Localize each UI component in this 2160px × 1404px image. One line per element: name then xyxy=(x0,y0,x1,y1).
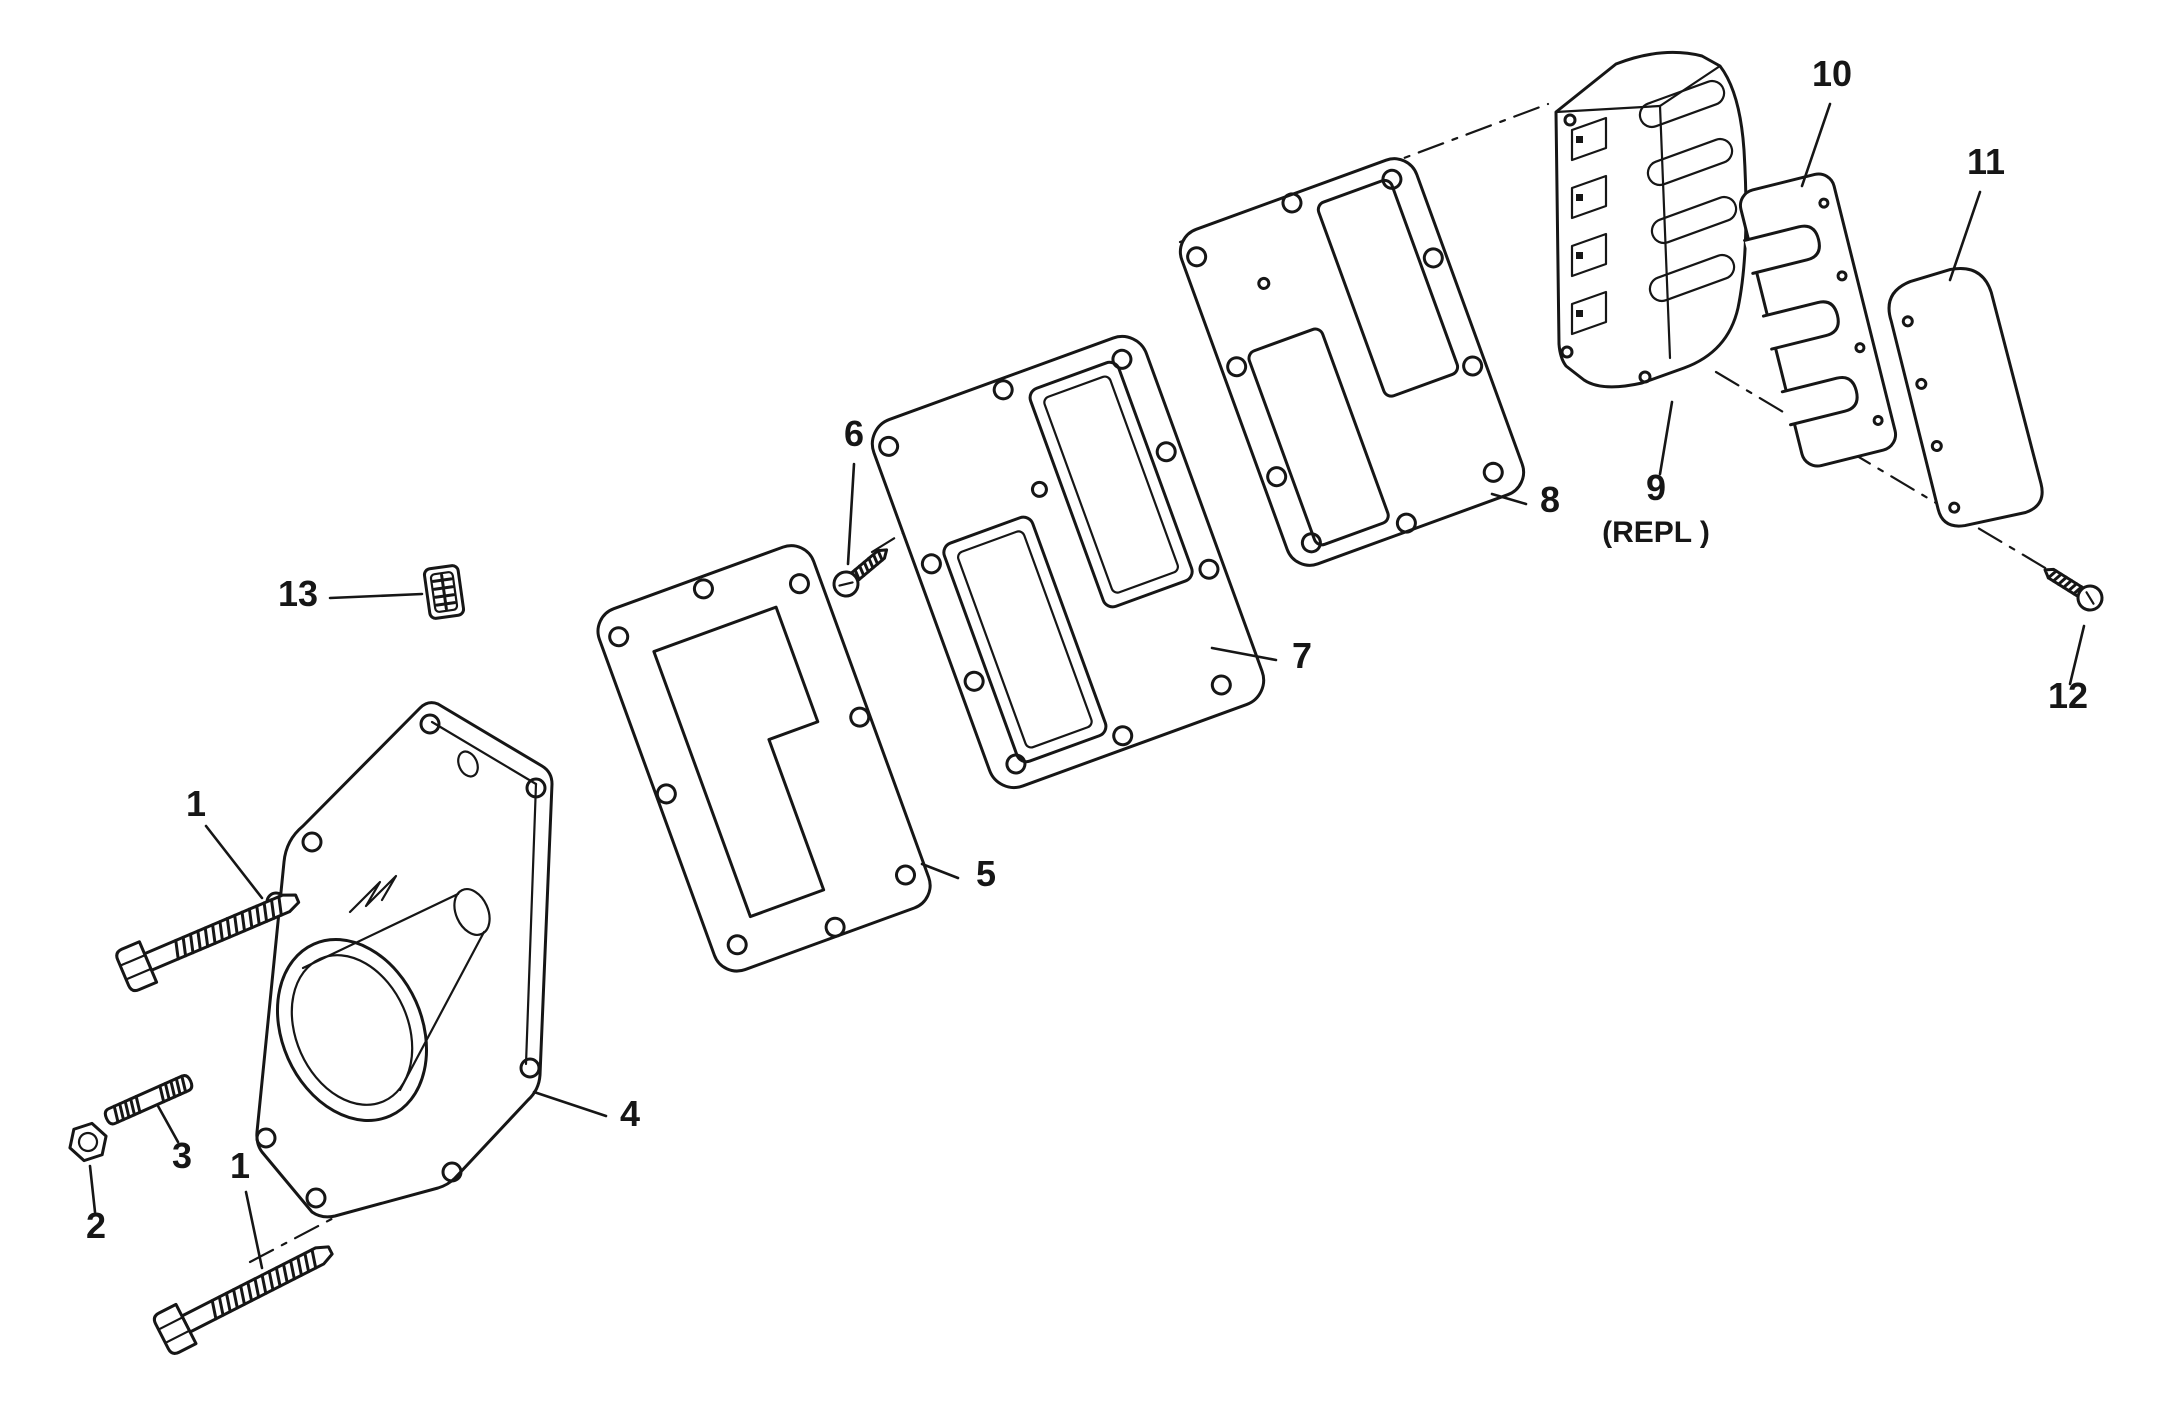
gasket-5-window xyxy=(652,605,826,919)
reed-block-top-edge xyxy=(1658,64,1722,108)
reed-shim-holes xyxy=(1818,197,1884,426)
retainer-13 xyxy=(422,564,466,620)
leader-7 xyxy=(1210,646,1278,662)
screw-12 xyxy=(2037,558,2109,617)
leader-1-lower xyxy=(244,1190,264,1270)
callout-12: 12 xyxy=(2048,675,2088,716)
reed-plate-window xyxy=(942,515,1108,764)
reed-block-9 xyxy=(1554,50,1748,389)
callout-9: 9 xyxy=(1646,467,1666,508)
callout-4: 4 xyxy=(620,1093,640,1134)
leader-12 xyxy=(2068,624,2086,686)
stud-thread-lines xyxy=(112,1074,188,1124)
reed-block-windows xyxy=(1570,116,1608,336)
reed-plate-7 xyxy=(870,334,1266,790)
callout-5: 5 xyxy=(976,853,996,894)
reed-petal-panel xyxy=(1043,375,1179,594)
leader-11 xyxy=(1948,190,1982,282)
reed-plate-holes xyxy=(878,348,1232,775)
adapter-plate-4 xyxy=(255,701,554,1219)
leader-5 xyxy=(920,862,960,880)
gasket-8-outline xyxy=(1178,157,1526,567)
gasket-8-window xyxy=(1247,327,1390,547)
gasket-8 xyxy=(1178,157,1526,567)
gasket-8-holes xyxy=(1186,168,1504,554)
callout-10: 10 xyxy=(1812,53,1852,94)
callout-1-lower: 1 xyxy=(230,1145,250,1186)
retainer-grid xyxy=(431,573,457,611)
callout-3: 3 xyxy=(172,1135,192,1176)
reed-stop-holes xyxy=(1901,315,1961,514)
retainer-inner xyxy=(429,571,459,613)
callout-11: 11 xyxy=(1967,141,2005,182)
reed-stop-11 xyxy=(1887,267,2044,528)
centerline-segment xyxy=(870,466,1010,554)
stud-3 xyxy=(103,1074,194,1126)
bolt-1-lower xyxy=(150,1229,342,1358)
reed-plate-outline xyxy=(870,334,1266,790)
gasket-5 xyxy=(596,544,932,973)
leader-10 xyxy=(1800,102,1832,188)
reed-block-outline xyxy=(1554,50,1748,389)
reed-plate-window xyxy=(1028,360,1194,609)
callout-13: 13 xyxy=(278,573,318,614)
intake-funnel xyxy=(301,874,491,1092)
leader-9 xyxy=(1658,400,1674,476)
nut-bore xyxy=(77,1131,99,1153)
callout-8: 8 xyxy=(1540,479,1560,520)
leader-13 xyxy=(328,592,424,600)
adapter-plate-slot xyxy=(457,750,479,778)
callout-labels: 1 2 3 1 4 5 6 7 8 9 (REPL ) 10 11 12 13 xyxy=(86,53,2088,1246)
callout-6: 6 xyxy=(844,413,864,454)
leader-6 xyxy=(846,462,856,566)
leader-lines xyxy=(88,102,2086,1270)
leader-1-upper xyxy=(204,824,264,900)
reed-shim-10 xyxy=(1738,172,1898,468)
gasket-5-holes xyxy=(608,573,916,956)
leader-4 xyxy=(532,1090,608,1118)
leader-8 xyxy=(1490,492,1528,506)
reed-shim-slots xyxy=(1743,224,1859,427)
leader-3 xyxy=(156,1104,180,1144)
reed-block-front-edge xyxy=(1658,104,1672,360)
intake-bore-outer xyxy=(275,938,429,1122)
gasket-8-window xyxy=(1316,178,1460,398)
reed-block-holes xyxy=(1560,113,1652,384)
callout-1-upper: 1 xyxy=(186,783,206,824)
reed-block-ports xyxy=(1638,79,1738,303)
centerline-segment xyxy=(1714,370,2054,574)
nut-hex xyxy=(68,1121,108,1163)
reed-petal-panel xyxy=(957,530,1093,749)
callout-9-repl: (REPL ) xyxy=(1602,516,1710,549)
callout-7: 7 xyxy=(1292,635,1312,676)
adapter-plate-outline xyxy=(255,701,554,1219)
adapter-plate-inner-edge xyxy=(430,720,538,786)
leader-2 xyxy=(88,1164,97,1214)
callout-2: 2 xyxy=(86,1205,106,1246)
adapter-plate-inner-edge xyxy=(524,782,538,1066)
nut-2 xyxy=(68,1121,108,1163)
screw-6 xyxy=(827,539,896,603)
reed-stop-outline xyxy=(1887,267,2044,528)
